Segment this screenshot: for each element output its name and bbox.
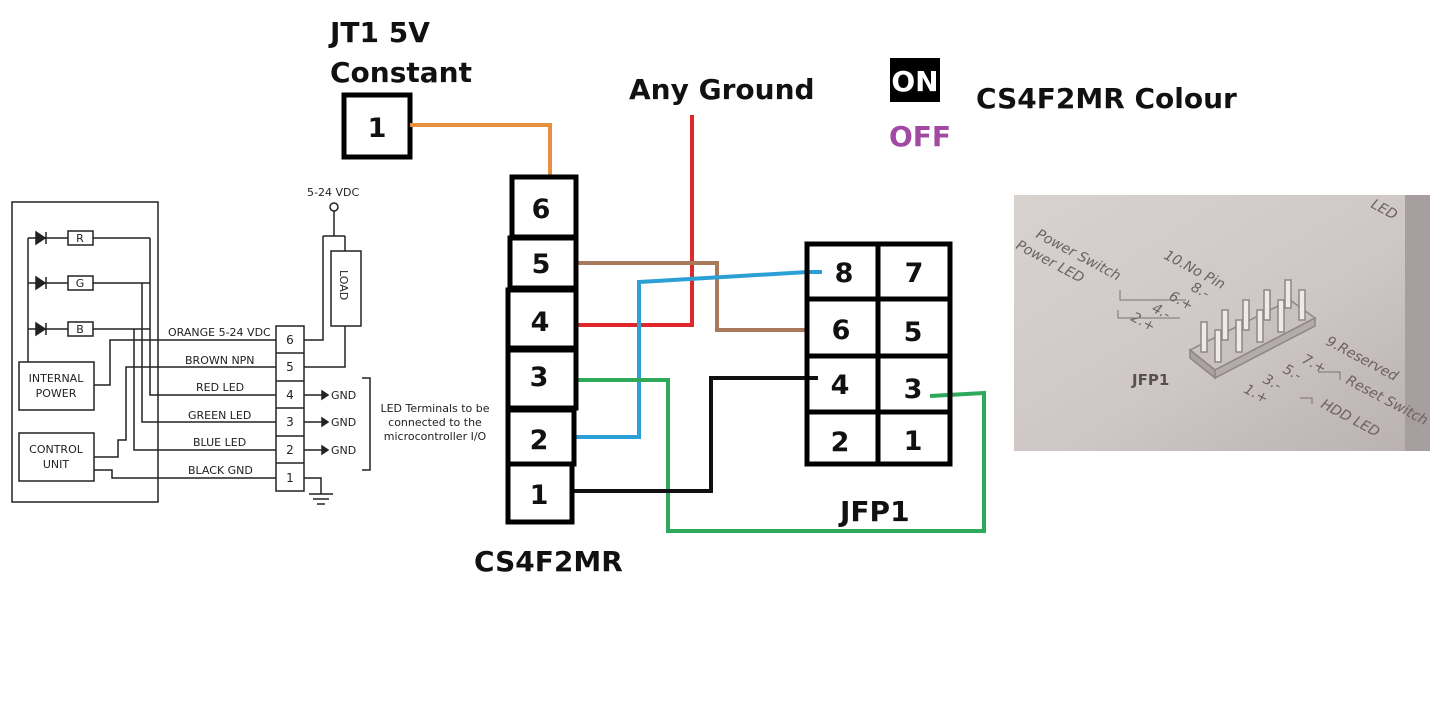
- jfp1-pin-label: 5: [904, 317, 923, 348]
- wire-label: BLACK GND: [188, 464, 253, 477]
- led-row-blue: [28, 321, 150, 337]
- jfp1-pin-label: 7: [905, 258, 924, 289]
- cs4f2mr-pin-label: 1: [530, 480, 549, 511]
- control-unit-box: [18, 432, 95, 482]
- red-wire: [574, 115, 694, 327]
- jt1-pin-label: 1: [368, 113, 387, 144]
- photo-pin-label: 3.-: [1260, 371, 1284, 394]
- terminal-number: 5: [286, 360, 294, 374]
- terminal-number: 1: [286, 471, 294, 485]
- terminal-number: 2: [286, 443, 294, 457]
- internal-power-label: POWER: [36, 387, 77, 400]
- terminal-number: 4: [286, 388, 294, 402]
- wire-label: GREEN LED: [188, 409, 251, 422]
- cs4f2mr-pin-2: [505, 407, 577, 467]
- led-controller-schematic: [11, 201, 371, 505]
- terminal-number: 6: [286, 333, 294, 347]
- photo-edge: [1405, 195, 1430, 451]
- wires: [410, 115, 986, 533]
- photo-leader-lines: [1117, 290, 1341, 404]
- jfp1-manual-photo: Power Switch Power LED 10.No Pin 8.- 6.+…: [1013, 195, 1431, 451]
- terminal-number: 3: [286, 415, 294, 429]
- jt1-pin-box: [341, 92, 413, 160]
- load-box: [330, 250, 362, 327]
- photo-jfp1-label: JFP1: [1131, 371, 1169, 389]
- led-r-label: R: [76, 232, 84, 245]
- led-b-label: B: [76, 323, 84, 336]
- supply-label: 5-24 VDC: [307, 186, 359, 199]
- gnd-label: GND: [331, 389, 356, 402]
- jfp1-pin-label: 1: [904, 426, 923, 457]
- note-line: LED Terminals to be: [380, 402, 489, 415]
- cs4f2mr-pin-6: [509, 174, 579, 240]
- black-wire: [566, 376, 818, 493]
- wire-label: BLUE LED: [193, 436, 246, 449]
- wire-label: RED LED: [196, 381, 244, 394]
- internal-power-box: [18, 361, 95, 411]
- blue-wire: [566, 270, 822, 439]
- cs4f2mr-pin-3: [505, 347, 579, 411]
- cs4f2mr-pin-label: 5: [532, 249, 551, 280]
- controller-enclosure: [11, 201, 159, 503]
- led-row-green: [28, 275, 150, 291]
- load-label: LOAD: [337, 270, 350, 300]
- control-unit-label: UNIT: [43, 458, 70, 471]
- any-ground-label: Any Ground: [629, 73, 815, 106]
- jt1-label-line1: JT1 5V: [328, 16, 430, 49]
- on-badge: [890, 58, 940, 102]
- led-g-label: G: [76, 277, 85, 290]
- jfp1-pin-label: 2: [831, 427, 850, 458]
- on-label: ON: [891, 65, 938, 98]
- cs4f2mr-pin-label: 3: [530, 362, 549, 393]
- photo-pin-label: 5.-: [1280, 361, 1304, 384]
- wire-label: BROWN NPN: [185, 354, 255, 367]
- photo-pin-header: [1188, 279, 1317, 380]
- photo-pin-label: 4.-: [1149, 300, 1173, 323]
- jfp1-pin-label: 4: [831, 370, 850, 401]
- photo-pin-label: 8.-: [1188, 279, 1212, 302]
- colour-title: CS4F2MR Colour: [976, 82, 1237, 115]
- cs4f2mr-pin-5: [507, 235, 579, 291]
- jfp1-connector: 8 7 6 5 4 3 2 1: [804, 241, 953, 467]
- schematic-labels: 5-24 VDC LOAD R G B INTERNAL POWER CONTR…: [29, 186, 490, 485]
- cs4f2mr-pin-1: [505, 461, 575, 525]
- cs4f2mr-pin-label: 6: [532, 194, 551, 225]
- green-wire: [578, 378, 986, 533]
- supply-terminal: [329, 202, 339, 212]
- note-line: microcontroller I/O: [384, 430, 487, 443]
- jt1-label-line2: Constant: [330, 56, 472, 89]
- note-line: connected to the: [388, 416, 482, 429]
- off-label: OFF: [889, 120, 951, 153]
- internal-power-label: INTERNAL: [29, 372, 85, 385]
- cs4f2mr-pin-label: 4: [531, 307, 550, 338]
- cs4f2mr-label: CS4F2MR: [474, 545, 623, 578]
- cs4f2mr-pin-label: 2: [530, 425, 549, 456]
- brown-wire: [574, 261, 806, 332]
- wire-label: ORANGE 5-24 VDC: [168, 326, 271, 339]
- control-unit-label: CONTROL: [29, 443, 84, 456]
- jfp1-pin-label: 8: [835, 258, 854, 289]
- cs4f2mr-connector: 6 5 4 3 2 1: [505, 174, 579, 525]
- jfp1-label: JFP1: [838, 495, 910, 528]
- jfp1-pin-label: 3: [904, 374, 923, 405]
- orange-wire: [410, 123, 552, 178]
- gnd-label: GND: [331, 444, 356, 457]
- jfp1-pin-label: 6: [832, 315, 851, 346]
- gnd-label: GND: [331, 416, 356, 429]
- led-row-red: [28, 230, 150, 246]
